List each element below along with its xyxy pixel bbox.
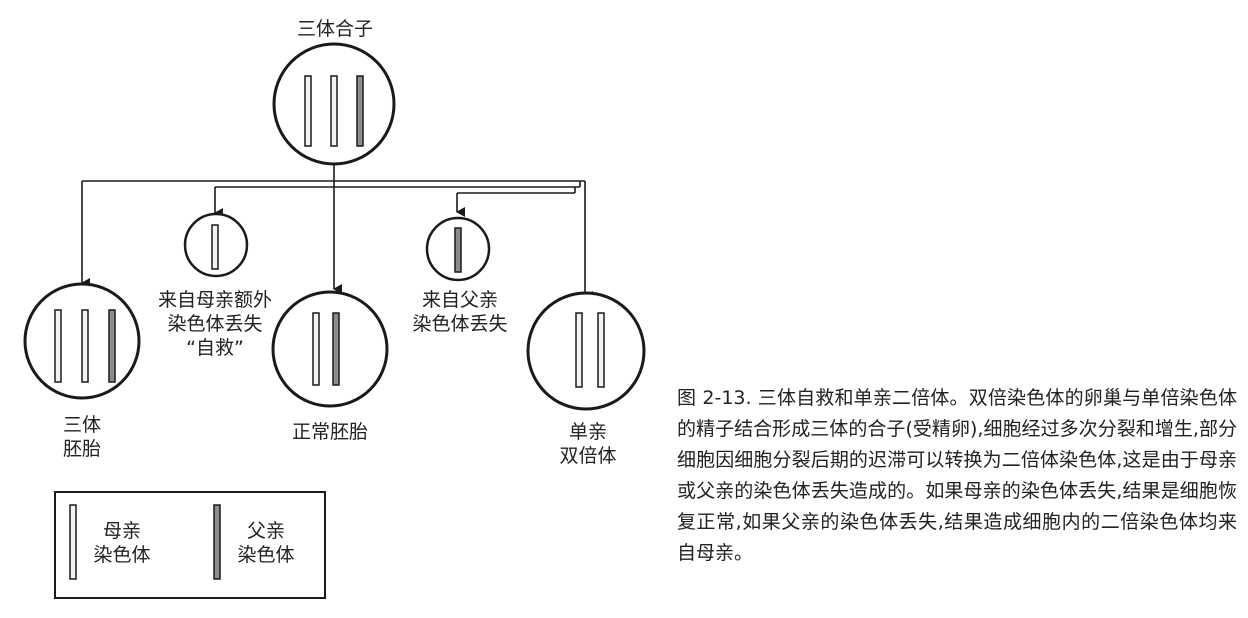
maternal-chromosome xyxy=(575,312,583,388)
legend-maternal-label: 母亲 染色体 xyxy=(93,520,151,566)
maternal-chromosome xyxy=(330,75,338,147)
lost-paternal-chromosome-cell xyxy=(425,216,491,282)
uniparental-disomy-cell xyxy=(526,291,646,411)
maternal-chromosome xyxy=(81,309,89,383)
normal-embryo-label: 正常胚胎 xyxy=(291,421,368,443)
trisomic-embryo-cell xyxy=(23,282,141,400)
paternal-chromosome xyxy=(454,227,462,273)
maternal-chromosome xyxy=(304,75,312,147)
legend-maternal-swatch xyxy=(69,504,77,580)
uniparental-disomy-label: 单亲 双倍体 xyxy=(559,421,617,467)
legend-paternal-swatch xyxy=(213,504,221,580)
paternal-chromosome xyxy=(332,312,340,386)
maternal-loss-label: 来自母亲额外 染色体丢失 “自救” xyxy=(157,289,272,359)
maternal-chromosome xyxy=(597,312,605,388)
branch-connectors xyxy=(81,164,593,301)
lost-maternal-chromosome-cell xyxy=(183,212,249,278)
legend-box xyxy=(54,491,326,599)
maternal-chromosome xyxy=(211,224,219,270)
paternal-chromosome xyxy=(108,309,116,383)
legend-paternal-label: 父亲 染色体 xyxy=(237,520,295,566)
maternal-chromosome xyxy=(54,309,62,383)
paternal-loss-label: 来自父亲 染色体丢失 xyxy=(412,289,508,335)
top-zygote-label: 三体合子 xyxy=(296,18,373,40)
paternal-chromosome xyxy=(356,75,364,147)
trisomic-embryo-label: 三体 胚胎 xyxy=(62,414,101,460)
normal-embryo-cell xyxy=(271,290,389,408)
trisomic-zygote-cell xyxy=(272,42,396,166)
maternal-chromosome xyxy=(312,312,320,386)
figure-number: 图 2-13. xyxy=(677,387,752,409)
caption-text: 三体自救和单亲二倍体。双倍染色体的卵巢与单倍染色体的精子结合形成三体的合子(受精… xyxy=(677,387,1237,564)
figure-caption: 图 2-13. 三体自救和单亲二倍体。双倍染色体的卵巢与单倍染色体的精子结合形成… xyxy=(677,383,1237,569)
